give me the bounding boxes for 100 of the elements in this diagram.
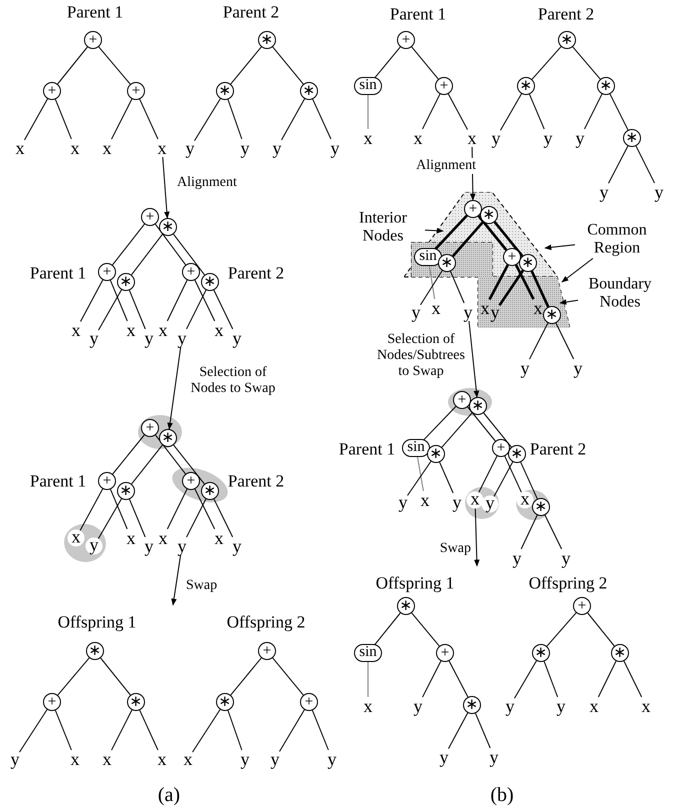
- tree-branch: [422, 406, 456, 441]
- tree-title: Offspring 1: [58, 614, 136, 630]
- tree-branch: [110, 488, 128, 530]
- operator-node: +: [300, 693, 318, 711]
- variable-label: y: [232, 537, 242, 555]
- operator-node: +: [84, 31, 102, 49]
- variable-label: x: [420, 491, 430, 509]
- tree-branch: [19, 709, 48, 753]
- operator-node: ∗: [216, 693, 234, 711]
- operator-node: +: [141, 208, 159, 226]
- variable-label: y: [398, 493, 408, 511]
- variable-label: y: [506, 697, 514, 715]
- leader-line: [559, 299, 578, 305]
- tree-branch: [166, 280, 188, 322]
- tree-label: Parent 2: [530, 440, 586, 458]
- tree-branch: [610, 94, 628, 130]
- tree-branch: [111, 710, 132, 751]
- tree-branch: [112, 224, 145, 266]
- tree-branch: [194, 280, 216, 322]
- tree-branch: [166, 488, 188, 530]
- tree-branch: [556, 322, 574, 360]
- variable-label: y: [240, 139, 250, 157]
- variable-label: x: [214, 321, 224, 339]
- tree-branch: [54, 98, 72, 140]
- operator-node: ∗: [86, 642, 104, 660]
- variable-label: y: [440, 748, 448, 766]
- operator-node: +: [98, 472, 116, 490]
- variable-label: x: [468, 129, 476, 147]
- variable-label: x: [102, 750, 112, 768]
- tree-branch: [504, 456, 522, 493]
- tree-branch: [520, 514, 538, 550]
- variable-label: y: [576, 129, 584, 147]
- tree-branch: [587, 612, 615, 646]
- variable-label: y: [144, 329, 154, 347]
- tree-branch: [450, 270, 465, 304]
- tree-branch: [154, 224, 186, 266]
- tree-branch: [98, 498, 122, 540]
- operator-node: +: [573, 597, 591, 615]
- tree-branch: [112, 434, 145, 474]
- tree-branch: [434, 214, 468, 250]
- tree-branch: [139, 710, 158, 750]
- operator-node: ∗: [438, 254, 456, 272]
- tree-branch: [312, 710, 329, 750]
- operator-node: ∗: [216, 82, 234, 100]
- variable-label: y: [600, 183, 608, 201]
- operator-node: +: [436, 644, 454, 662]
- operator-node: ∗: [463, 696, 481, 714]
- process-arrow: [167, 346, 182, 430]
- tree-branch: [452, 220, 484, 258]
- tree-title: Parent 1: [390, 6, 446, 22]
- tree-branch: [478, 456, 498, 493]
- operator-node: ∗: [117, 482, 135, 500]
- tree-branch: [230, 46, 262, 85]
- tree-label: Parent 1: [30, 264, 86, 282]
- function-node: sin: [402, 439, 430, 457]
- process-arrow: [468, 320, 480, 398]
- tree-branch: [448, 660, 468, 698]
- tree-branch: [213, 290, 234, 330]
- tree-branch: [544, 660, 558, 698]
- tree-branch: [584, 94, 602, 130]
- variable-label: x: [158, 750, 166, 768]
- tree-branch: [98, 289, 122, 331]
- tree-branch: [488, 264, 509, 300]
- tree-branch: [80, 279, 104, 322]
- variable-label: x: [158, 321, 168, 339]
- operator-node: ∗: [517, 77, 535, 95]
- operator-node: ∗: [397, 597, 415, 615]
- operator-node: ∗: [159, 218, 177, 236]
- operator-node: +: [435, 77, 453, 95]
- tree-branch: [546, 612, 577, 647]
- operator-node: +: [43, 82, 61, 100]
- operator-node: ∗: [201, 273, 219, 291]
- operator-node: +: [127, 82, 145, 100]
- tree-branch: [131, 444, 163, 484]
- callout-label: Interior Nodes: [341, 210, 425, 246]
- boundary-region: [411, 242, 493, 277]
- variable-label: y: [90, 329, 98, 347]
- variable-label: y: [270, 750, 280, 768]
- tree-branch: [111, 98, 132, 140]
- leader-line: [424, 228, 444, 234]
- variable-label: y: [520, 359, 530, 377]
- boundary-region: [478, 276, 570, 328]
- function-node: sin: [354, 644, 382, 662]
- variable-label: x: [534, 299, 542, 317]
- operator-node: +: [492, 439, 510, 457]
- tree-branch: [128, 290, 146, 330]
- tree-branch: [448, 93, 468, 130]
- tree-branch: [500, 93, 522, 131]
- tree-branch: [520, 462, 538, 500]
- tree-branch: [194, 98, 221, 142]
- tree-branch: [514, 264, 535, 300]
- operator-node: +: [503, 248, 521, 266]
- variable-label: x: [414, 129, 422, 147]
- panel-caption: (a): [158, 785, 180, 805]
- tree-branch: [54, 710, 72, 750]
- tree-branch: [279, 709, 305, 752]
- variable-label: x: [70, 139, 80, 157]
- variable-label: x: [102, 139, 112, 157]
- variable-label: y: [272, 139, 282, 157]
- tree-branch: [374, 612, 401, 646]
